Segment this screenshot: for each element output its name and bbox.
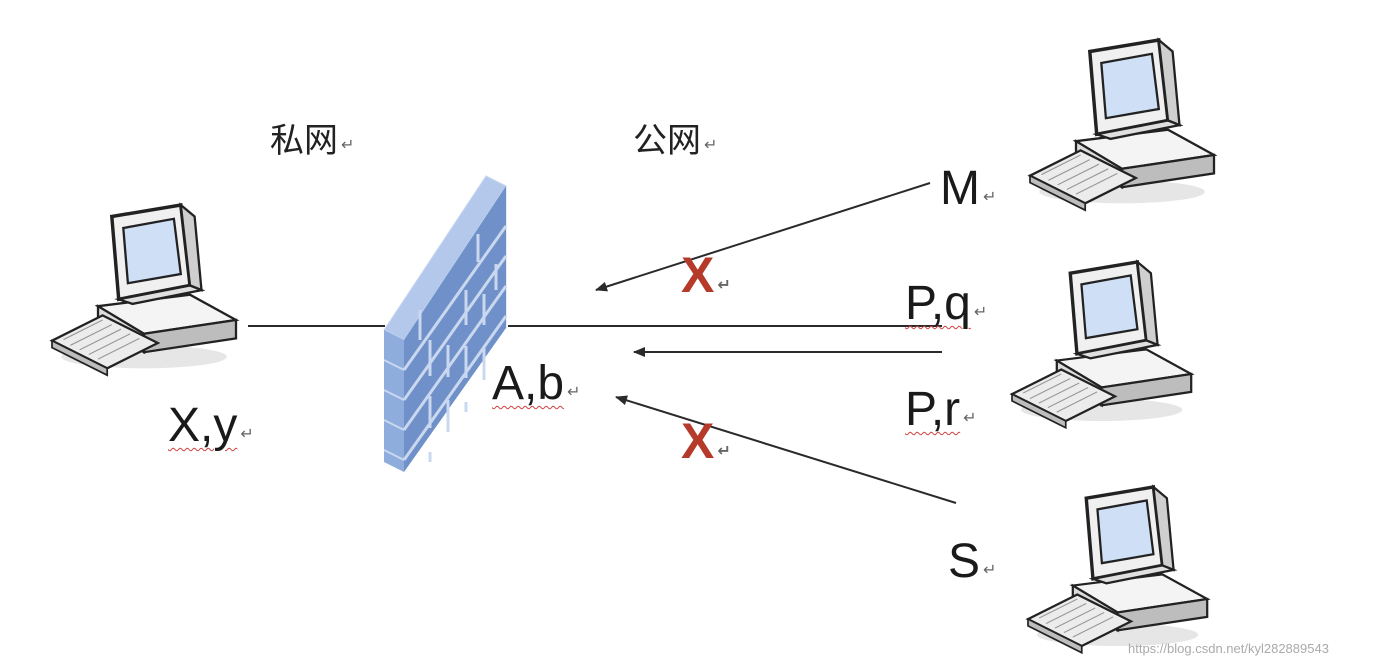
host-m-label: M↵ [940, 162, 997, 215]
computer-icon [1028, 38, 1216, 212]
blocked-mark-m: X↵ [681, 247, 731, 303]
host-pr-label: P,r↵ [905, 383, 977, 436]
watermark: https://blog.csdn.net/kyl282889543 [1128, 641, 1329, 656]
blocked-mark-s: X↵ [681, 413, 731, 469]
private-net-label: 私网↵ [270, 121, 355, 161]
nat-public-address: A,b↵ [492, 357, 581, 410]
computer-icon [1026, 485, 1209, 655]
host-s-label: S↵ [948, 535, 997, 588]
computer-icon [1010, 260, 1193, 430]
computer-icon [50, 203, 238, 377]
firewall-icon [383, 175, 508, 472]
arrow-from-s [615, 395, 957, 504]
host-pq-label: P,q↵ [905, 277, 988, 330]
public-net-label: 公网↵ [633, 121, 718, 161]
private-host-address: X,y↵ [168, 399, 254, 452]
arrow-from-m [595, 182, 931, 292]
